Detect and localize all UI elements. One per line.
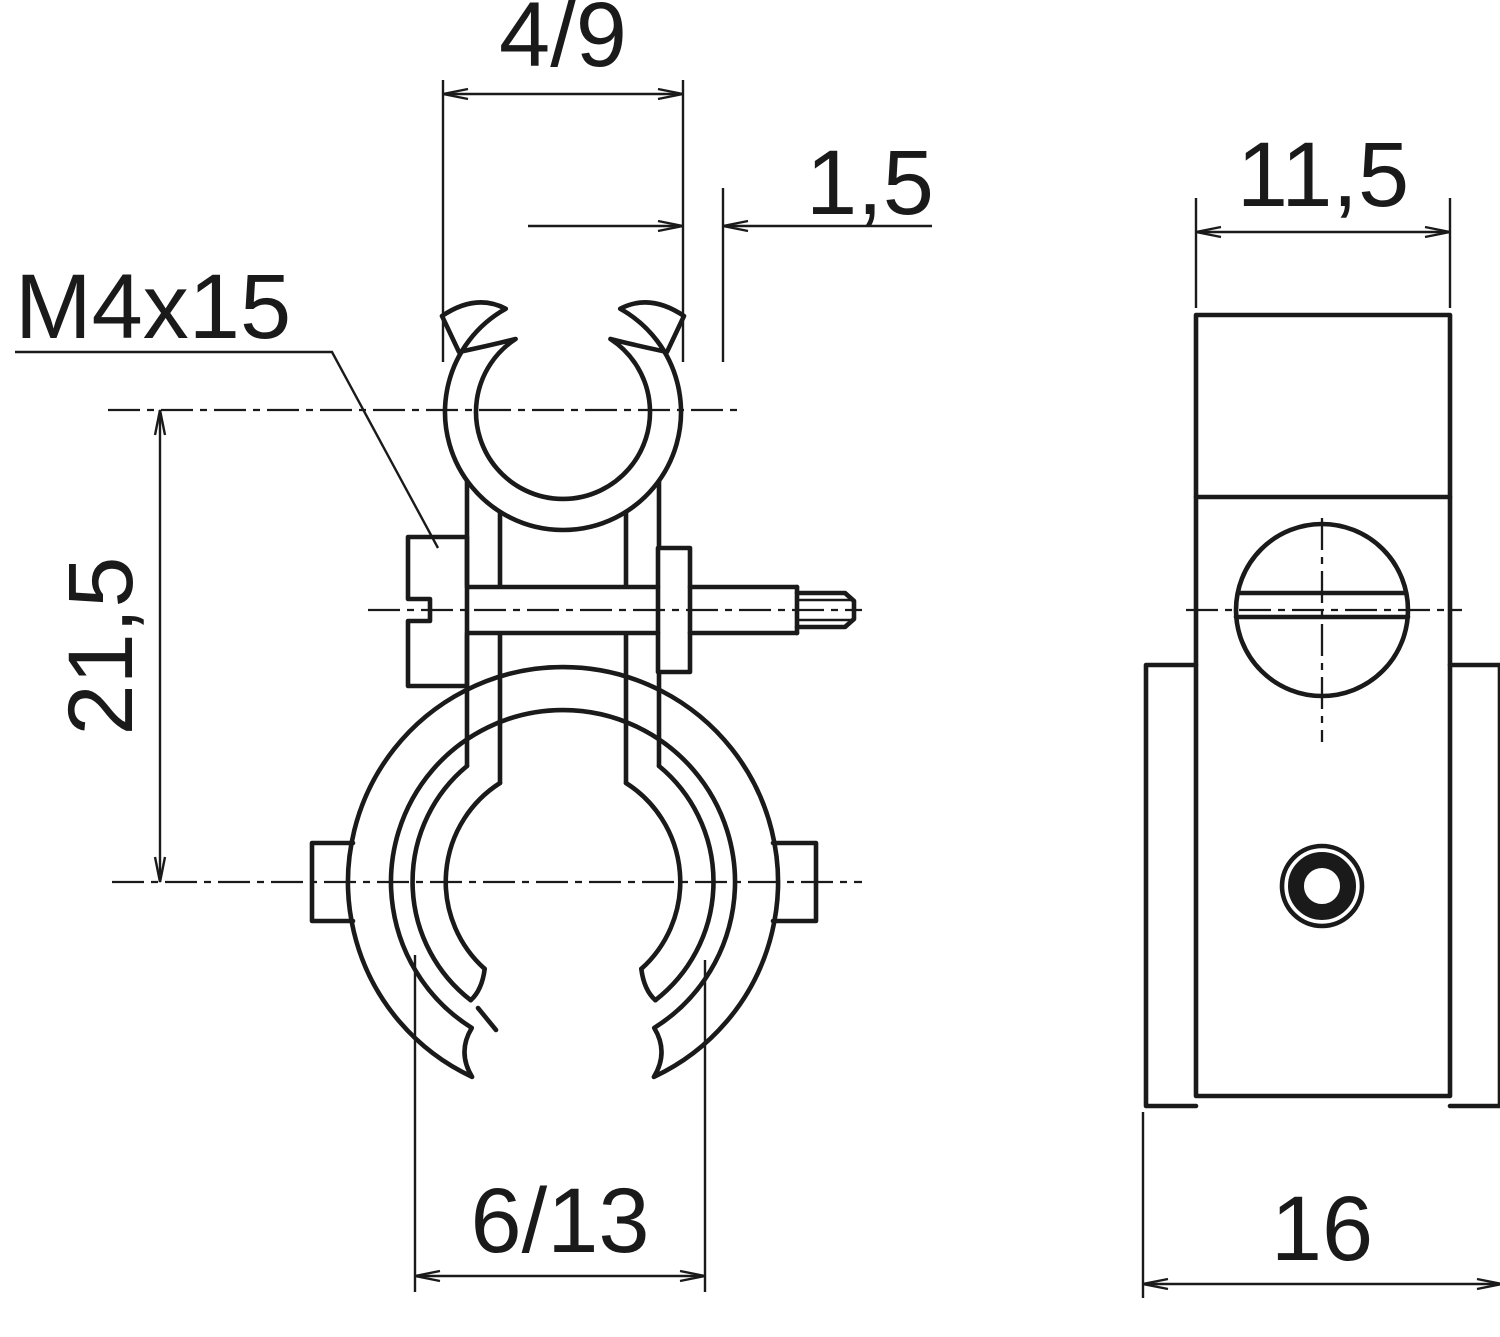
dim-top-clamp-range: 4/9: [441, 0, 685, 362]
mounting-hole-outer: [1279, 843, 1365, 929]
thread-core-lines: [799, 598, 851, 622]
screw-head: [405, 534, 470, 689]
bottom-clip-outline: [345, 664, 781, 1080]
centerlines: [108, 408, 1462, 884]
band-end-hook: [475, 1005, 499, 1033]
dim-overall-height: 21,5: [50, 409, 167, 883]
side-flange-left: [1143, 662, 1199, 1109]
side-body: [1193, 312, 1453, 1099]
dim-label-side-depth: 16: [1271, 1178, 1373, 1280]
left-side-tab: [309, 840, 356, 924]
front-view: [309, 300, 857, 1080]
side-flange-right: [1447, 662, 1500, 1109]
right-side-tab: [770, 840, 819, 924]
leader-line: [15, 350, 440, 549]
screw-slot-lines: [1233, 590, 1411, 620]
dim-bottom-clamp-range: 6/13: [413, 955, 707, 1292]
dim-label-screw: M4x15: [15, 256, 291, 358]
screw-head-face: [1233, 521, 1411, 699]
mounting-hole-ring: [1288, 852, 1356, 920]
dim-wall-thickness: 1,5: [528, 132, 934, 362]
dim-side-width: 11,5: [1194, 124, 1452, 308]
clamp-plate-on-screw: [655, 545, 693, 675]
bottom-clip-inner-band: [410, 763, 716, 1033]
dim-label-side-width: 11,5: [1237, 124, 1409, 226]
screw-callout: M4x15: [15, 256, 440, 549]
screw-assembly: [405, 534, 857, 689]
dim-side-depth: 16: [1141, 1112, 1500, 1298]
dim-label-wall-thickness: 1,5: [806, 132, 934, 234]
side-view: [1143, 312, 1500, 1109]
top-clip-outline: [439, 300, 687, 533]
dim-label-overall-height: 21,5: [50, 556, 152, 735]
screw-threaded-tip: [794, 590, 857, 630]
dim-label-bottom-clamp-range: 6/13: [470, 1170, 649, 1272]
dim-label-top-clamp-range: 4/9: [499, 0, 627, 86]
